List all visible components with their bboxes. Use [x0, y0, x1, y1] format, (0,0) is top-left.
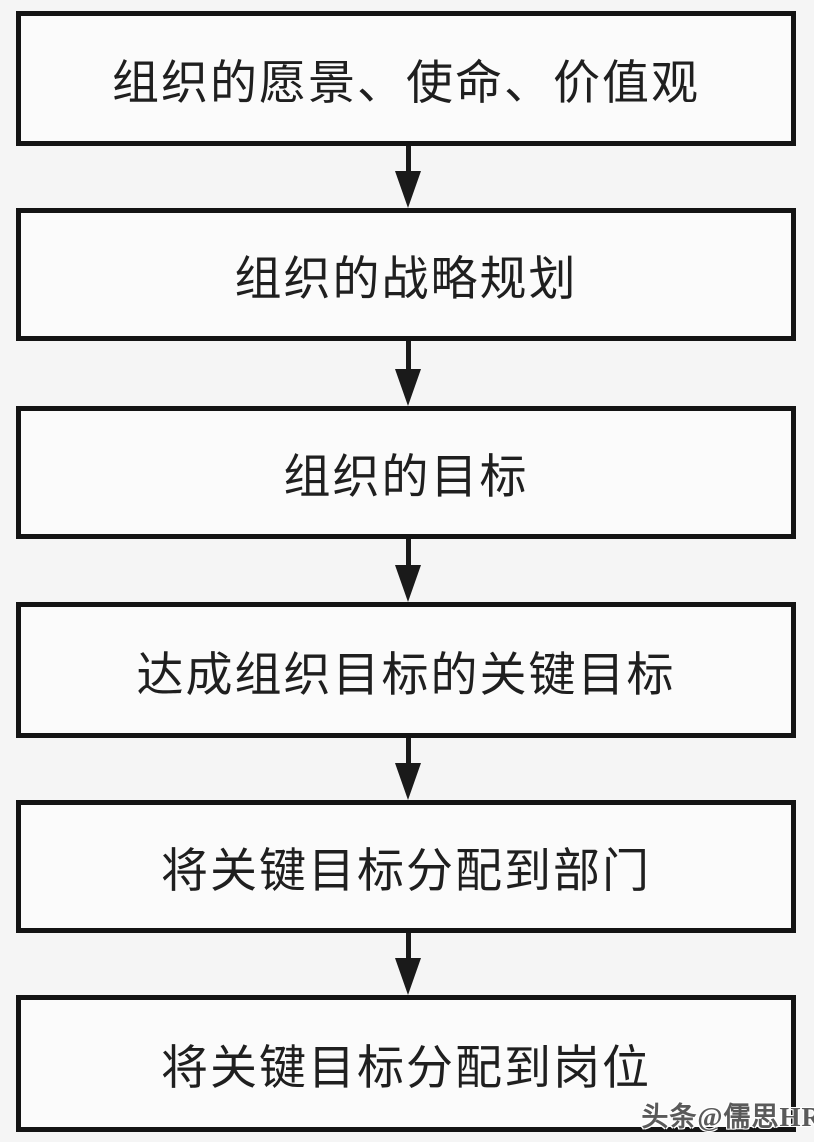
arrow-stem	[405, 738, 411, 763]
arrow-stem	[405, 933, 411, 958]
flow-step-label: 将关键目标分配到部门	[161, 846, 651, 898]
flow-step-assign-to-positions: 将关键目标分配到岗位	[16, 995, 796, 1132]
flow-step-organization-goals: 组织的目标	[16, 406, 796, 539]
flow-step-label: 组织的愿景、使命、价值观	[112, 58, 700, 110]
arrow-head	[395, 958, 421, 995]
arrow-down-icon	[395, 539, 421, 602]
flow-step-label: 组织的战略规划	[234, 254, 578, 306]
flow-step-label: 将关键目标分配到岗位	[161, 1043, 651, 1095]
arrow-down-icon	[395, 146, 421, 208]
arrow-head	[395, 369, 421, 406]
arrow-down-icon	[395, 341, 421, 406]
arrow-head	[395, 171, 421, 208]
arrow-stem	[405, 539, 411, 565]
flow-step-label: 组织的目标	[283, 452, 529, 504]
flow-step-key-goals: 达成组织目标的关键目标	[16, 602, 796, 738]
watermark: 头条@儒思HR	[641, 1102, 814, 1132]
arrow-stem	[405, 146, 411, 171]
flow-step-assign-to-departments: 将关键目标分配到部门	[16, 800, 796, 933]
flow-step-vision-mission-values: 组织的愿景、使命、价值观	[16, 11, 796, 146]
arrow-down-icon	[395, 738, 421, 800]
arrow-head	[395, 565, 421, 602]
flow-step-label: 达成组织目标的关键目标	[136, 649, 676, 702]
arrow-down-icon	[395, 933, 421, 995]
arrow-stem	[405, 341, 411, 369]
flow-step-strategic-planning: 组织的战略规划	[16, 208, 796, 341]
arrow-head	[395, 763, 421, 800]
